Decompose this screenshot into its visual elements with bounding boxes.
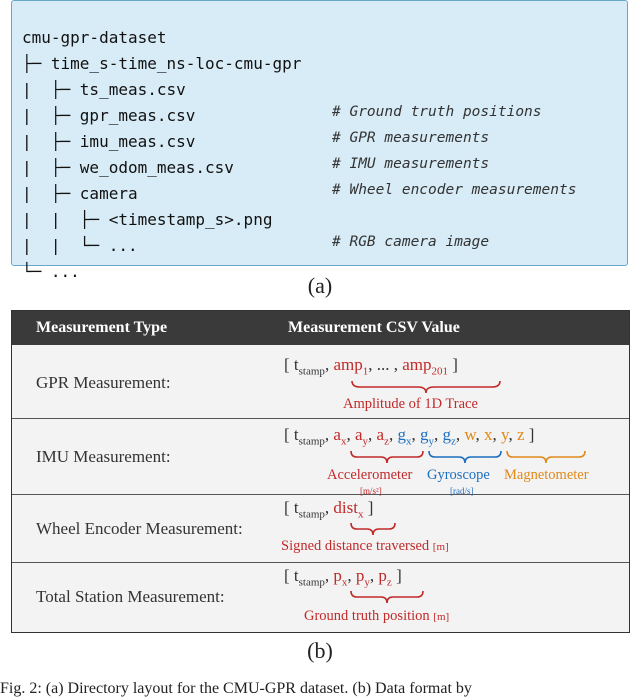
amplitude-note: Amplitude of 1D Trace	[343, 396, 478, 412]
accelerometer-brace	[350, 450, 424, 464]
dir-line: └─ ...	[12, 239, 80, 281]
amp-first: amp1	[333, 355, 369, 378]
dir-line: | ├─ imu_meas.csv # IMU measurements	[12, 109, 489, 172]
amp-subscript: 1	[362, 365, 369, 378]
tree-text: | ├─ camera	[22, 184, 138, 203]
dir-line: | ├─ gpr_meas.csv # GPR measurements	[12, 83, 489, 146]
amplitude-brace	[351, 380, 501, 394]
dir-line: | | └─ ...	[12, 213, 138, 255]
comment-text: # GPR measurements	[332, 130, 490, 146]
comment-text: # Ground truth positions	[332, 104, 542, 120]
table-row: Total Station Measurement: [ tstamp, px,…	[12, 562, 629, 634]
directory-panel: cmu-gpr-dataset ├─ time_s-time_ns-loc-cm…	[11, 0, 628, 281]
imu-expression: [ tstamp, ax, ay, az, gx, gy, gz, w, x, …	[284, 425, 535, 448]
tree-text: | ├─ gpr_meas.csv	[22, 106, 196, 125]
accelerometer-note: Accelerometer	[327, 467, 413, 483]
dir-line: | | ├─ <timestamp_s>.png # RGB camera im…	[12, 187, 489, 250]
table-row: GPR Measurement: [ tstamp, amp1, ... , a…	[12, 345, 629, 418]
dir-line: | ├─ we_odom_meas.csv # Wheel encoder me…	[12, 135, 576, 198]
row-label-gpr: GPR Measurement:	[36, 373, 171, 392]
header-csv-value: Measurement CSV Value	[288, 319, 460, 336]
amp-subscript: 201	[431, 365, 449, 378]
tree-text: ├─ time_s-time_ns-loc-cmu-gpr	[22, 54, 302, 73]
measurement-table: Measurement Type Measurement CSV Value G…	[11, 310, 630, 633]
row-label-total-station: Total Station Measurement:	[36, 587, 225, 606]
caption-b: (b)	[307, 638, 333, 663]
dist-symbol: dist	[333, 498, 358, 517]
tree-text: └─ ...	[22, 262, 80, 281]
row-label-imu: IMU Measurement:	[36, 447, 171, 466]
gyroscope-unit: [rad/s]	[450, 486, 474, 496]
wheel-expression: [ tstamp, distx ]	[284, 498, 374, 521]
dir-line: cmu-gpr-dataset	[12, 5, 167, 47]
dist-subscript: x	[357, 508, 364, 521]
gyroscope-brace	[428, 450, 502, 464]
magnetometer-brace	[506, 450, 586, 464]
amp-symbol: amp	[402, 355, 432, 374]
position-brace	[350, 590, 424, 604]
comment-text: # Wheel encoder measurements	[332, 182, 577, 198]
accelerometer-unit: [m/s²]	[360, 486, 382, 496]
table-header: Measurement Type Measurement CSV Value	[12, 311, 629, 345]
amp-symbol: amp	[333, 355, 363, 374]
row-label-wheel: Wheel Encoder Measurement:	[36, 519, 243, 538]
tree-text: cmu-gpr-dataset	[22, 28, 167, 47]
distance-brace	[350, 522, 396, 536]
t-symbol: t	[293, 355, 299, 374]
tree-text: | | ├─ <timestamp_s>.png	[22, 210, 273, 229]
amp-last: amp201	[402, 355, 449, 378]
gpr-expression: [ tstamp, amp1, ... , amp201 ]	[284, 355, 458, 378]
position-note: Ground truth position [m]	[304, 608, 450, 624]
dir-line: ├─ time_s-time_ns-loc-cmu-gpr	[12, 31, 301, 73]
tree-text: | ├─ ts_meas.csv	[22, 80, 186, 99]
gyroscope-note: Gyroscope	[427, 467, 490, 483]
figure-caption: Fig. 2: (a) Directory layout for the CMU…	[0, 680, 472, 697]
tree-text: | ├─ imu_meas.csv	[22, 132, 196, 151]
tree-text: | ├─ we_odom_meas.csv	[22, 158, 234, 177]
comment-text: # IMU measurements	[332, 156, 490, 172]
ts-expression: [ tstamp, px, py, pz ]	[284, 566, 402, 589]
tree-text: | | └─ ...	[22, 236, 138, 255]
ellipsis: ... ,	[376, 355, 398, 374]
distance-note: Signed distance traversed [m]	[281, 538, 449, 554]
t-subscript: stamp	[298, 365, 325, 378]
header-measurement-type: Measurement Type	[36, 319, 168, 336]
table-row: IMU Measurement: [ tstamp, ax, ay, az, g…	[12, 418, 629, 496]
magnetometer-note: Magnetometer	[504, 467, 589, 483]
comment-text: # RGB camera image	[332, 234, 490, 250]
table-row: Wheel Encoder Measurement: [ tstamp, dis…	[12, 494, 629, 562]
dir-line: | ├─ camera	[12, 161, 138, 203]
dir-line: | ├─ ts_meas.csv # Ground truth position…	[12, 57, 542, 120]
caption-a: (a)	[307, 273, 333, 298]
